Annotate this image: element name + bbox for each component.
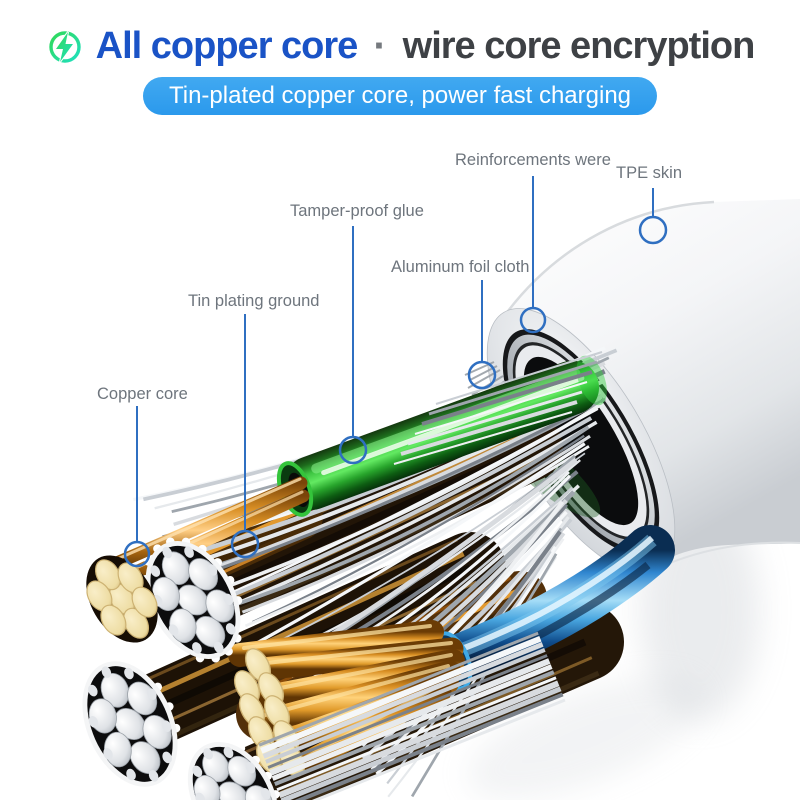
marker-tin-plating-ground <box>230 529 260 559</box>
title-secondary: wire core encryption <box>402 25 756 67</box>
annotation-label-reinforcements: Reinforcements were <box>455 151 611 169</box>
feature-banner: Tin-plated copper core, power fast charg… <box>142 77 658 115</box>
annotation-label-tin-plating-ground: Tin plating ground <box>188 292 320 310</box>
header: All copper core · wire core encryption <box>0 24 800 69</box>
title-separator: · <box>373 24 387 68</box>
lightning-bolt-icon <box>48 30 81 63</box>
annotation-label-tamper-proof-glue: Tamper-proof glue <box>290 202 424 220</box>
marker-tpe-skin <box>638 215 668 245</box>
cable-cut-faces <box>78 537 280 800</box>
annotation-label-tpe-skin: TPE skin <box>616 164 683 182</box>
leader-lines <box>123 176 668 568</box>
title-primary: All copper core <box>95 25 359 67</box>
marker-tamper-proof-glue <box>338 435 368 465</box>
annotation-label-copper-core: Copper core <box>97 385 188 403</box>
annotation-label-aluminum-foil-cloth: Aluminum foil cloth <box>391 258 530 276</box>
braid-over-strands <box>393 351 603 465</box>
marker-copper-core <box>123 540 151 568</box>
marker-reinforcements <box>519 306 547 334</box>
silver-ribbon-band <box>258 631 566 800</box>
marker-aluminum-foil <box>467 360 497 390</box>
